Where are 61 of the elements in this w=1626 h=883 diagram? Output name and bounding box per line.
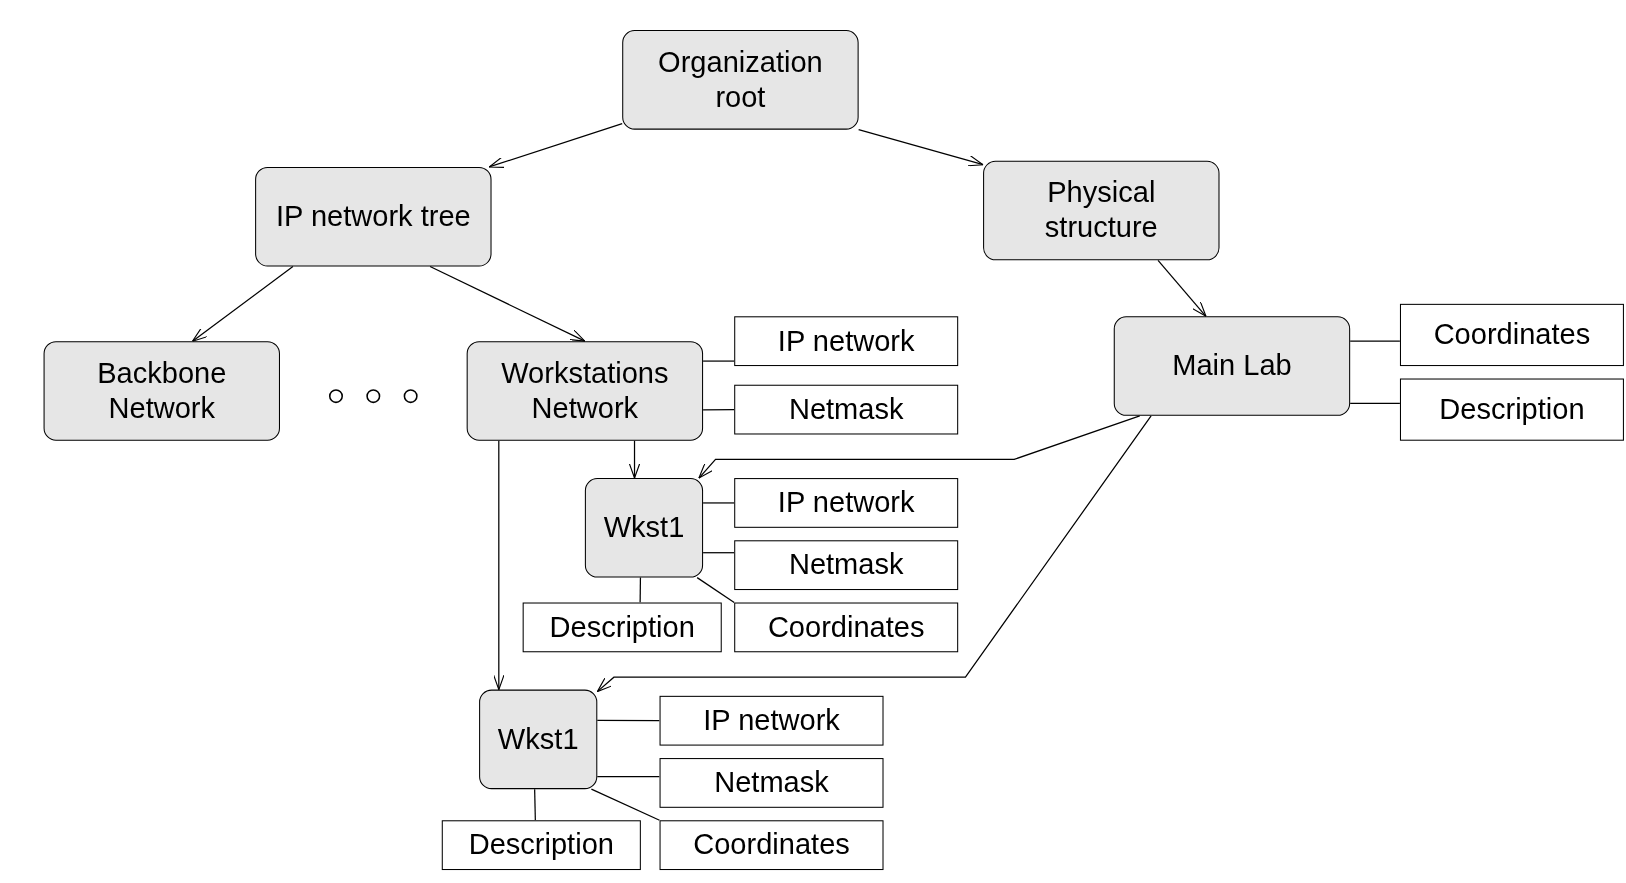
arrow xyxy=(429,265,586,342)
node-label: Workstations Network xyxy=(500,356,670,426)
attribute-box xyxy=(1399,303,1624,367)
arrow xyxy=(488,123,623,168)
attribute-box xyxy=(734,602,959,653)
node-label: Description xyxy=(548,610,696,645)
node-label: Wkst1 xyxy=(496,722,580,757)
arrow xyxy=(596,415,1152,693)
attribute-box xyxy=(734,316,959,367)
connector-line xyxy=(596,719,661,722)
connector-line xyxy=(696,577,735,604)
node-label: IP network xyxy=(776,323,916,359)
rounded-box xyxy=(584,478,704,578)
node-label: Coordinates xyxy=(692,827,851,863)
connector-line xyxy=(534,788,536,821)
arrow xyxy=(191,265,294,342)
connector-line xyxy=(1349,340,1401,342)
attribute-box xyxy=(659,820,884,871)
node-label: Backbone Network xyxy=(96,356,228,426)
node-label: IP network xyxy=(776,485,916,521)
rounded-box xyxy=(43,341,280,441)
connector-line xyxy=(702,409,735,411)
node-label: Description xyxy=(1438,392,1586,428)
attribute-box xyxy=(659,695,884,746)
arrow xyxy=(1157,259,1207,317)
connector-line xyxy=(702,360,735,362)
attribute-box xyxy=(1399,378,1624,441)
connector-line xyxy=(639,577,642,604)
attribute-box xyxy=(659,758,884,808)
attribute-box xyxy=(441,820,641,871)
attribute-box xyxy=(522,602,722,653)
attribute-box xyxy=(734,384,959,435)
node-label: Netmask xyxy=(713,765,830,801)
rounded-box xyxy=(466,341,704,441)
rounded-box xyxy=(255,166,492,267)
connector-line xyxy=(596,776,661,778)
rounded-box xyxy=(1113,316,1351,416)
node-label: IP network tree xyxy=(274,199,472,235)
rounded-box xyxy=(983,160,1220,261)
node-label: Coordinates xyxy=(1432,317,1592,353)
attribute-box xyxy=(734,540,959,591)
arrow xyxy=(698,415,1141,479)
arrow xyxy=(628,440,641,479)
node-label: Netmask xyxy=(787,392,905,428)
arrow xyxy=(493,440,505,691)
node-label: Netmask xyxy=(787,547,905,583)
connector-line xyxy=(590,788,661,821)
node-label: Coordinates xyxy=(766,610,926,645)
node-label: IP network xyxy=(702,703,841,739)
arrow xyxy=(858,129,984,167)
rounded-box xyxy=(479,689,598,790)
node-label: Main Lab xyxy=(1171,348,1293,384)
node-label: Physical structure xyxy=(1043,175,1159,246)
attribute-box xyxy=(734,478,959,528)
node-label: Description xyxy=(467,827,615,863)
connector-line xyxy=(702,552,735,554)
node-label: Wkst1 xyxy=(602,510,686,546)
connector-line xyxy=(702,502,735,504)
connector-line xyxy=(1349,402,1401,404)
node-label: Organization root xyxy=(657,45,824,115)
rounded-box xyxy=(622,30,859,130)
